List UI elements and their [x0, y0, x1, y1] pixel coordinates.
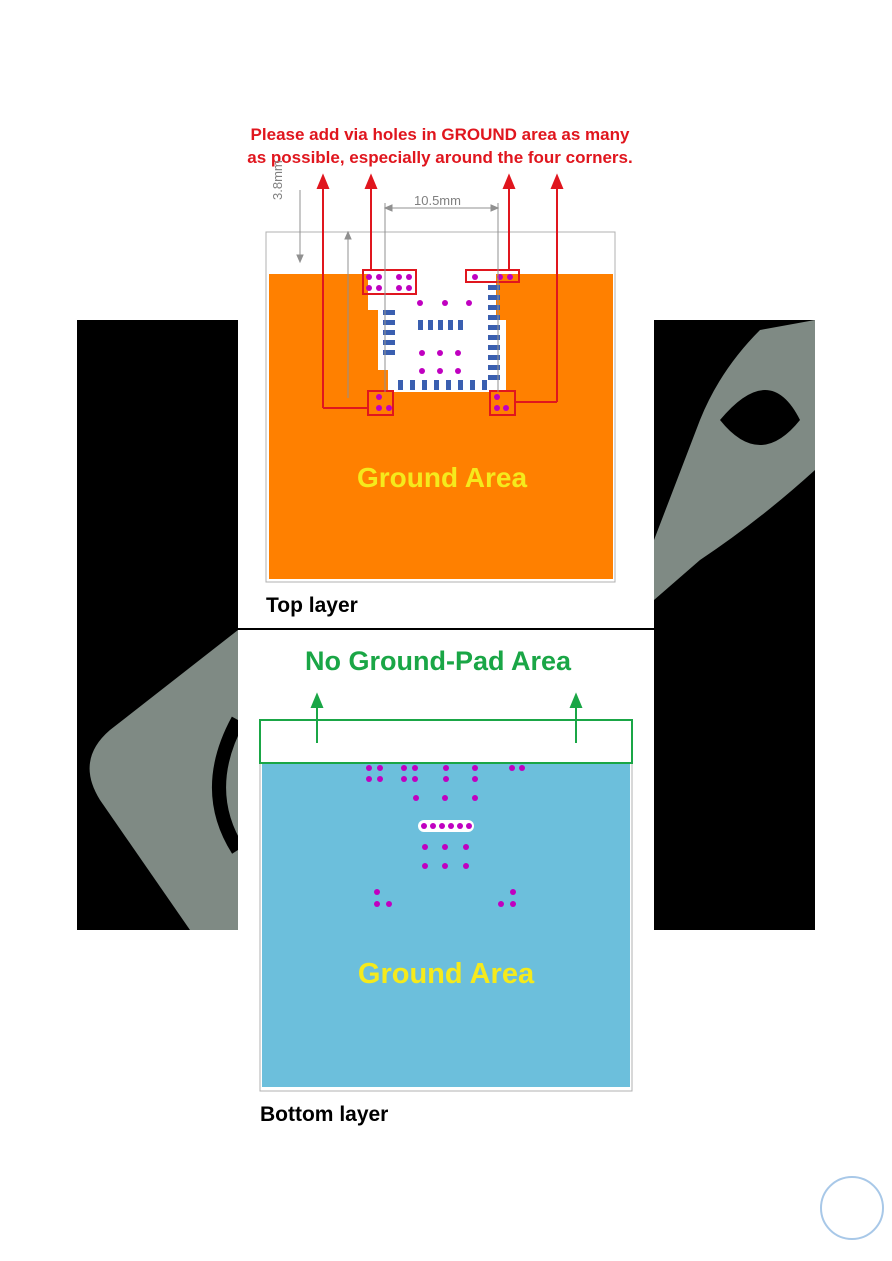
- top-layer-caption: Top layer: [266, 594, 358, 617]
- panel-divider: [238, 628, 654, 630]
- watermark-shape-left: [89, 630, 238, 930]
- no-ground-pad-box: [259, 719, 633, 764]
- top-vias: [366, 274, 513, 411]
- bottom-ground-label: Ground Area: [357, 958, 535, 990]
- watermark-shape-right: [654, 320, 815, 600]
- via-note-line2: as possible, especially around the four …: [247, 148, 633, 167]
- red-arrows: [316, 173, 564, 409]
- bottom-vias: [366, 765, 525, 907]
- bottom-ground-fill: [262, 748, 630, 1087]
- pad-columns: [383, 285, 500, 390]
- no-ground-pad-label: No Ground-Pad Area: [305, 646, 572, 676]
- bottom-layer-caption: Bottom layer: [260, 1103, 389, 1126]
- page-number-circle: [820, 1176, 884, 1240]
- dimension-height: 3.8mm: [270, 160, 285, 200]
- dimension-width: 10.5mm: [414, 193, 461, 208]
- watermark-letter: [720, 390, 800, 445]
- bottom-layer-diagram: [238, 631, 654, 1101]
- dimension-lines: [296, 190, 500, 398]
- watermark-arc-left: [212, 716, 245, 854]
- via-strip-dots: [421, 823, 472, 829]
- green-arrows: [310, 692, 583, 743]
- top-layer-diagram: [238, 170, 654, 630]
- via-note-line1: Please add via holes in GROUND area as m…: [250, 125, 630, 144]
- board-outline: [265, 231, 616, 583]
- top-ground-label: Ground Area: [356, 462, 528, 493]
